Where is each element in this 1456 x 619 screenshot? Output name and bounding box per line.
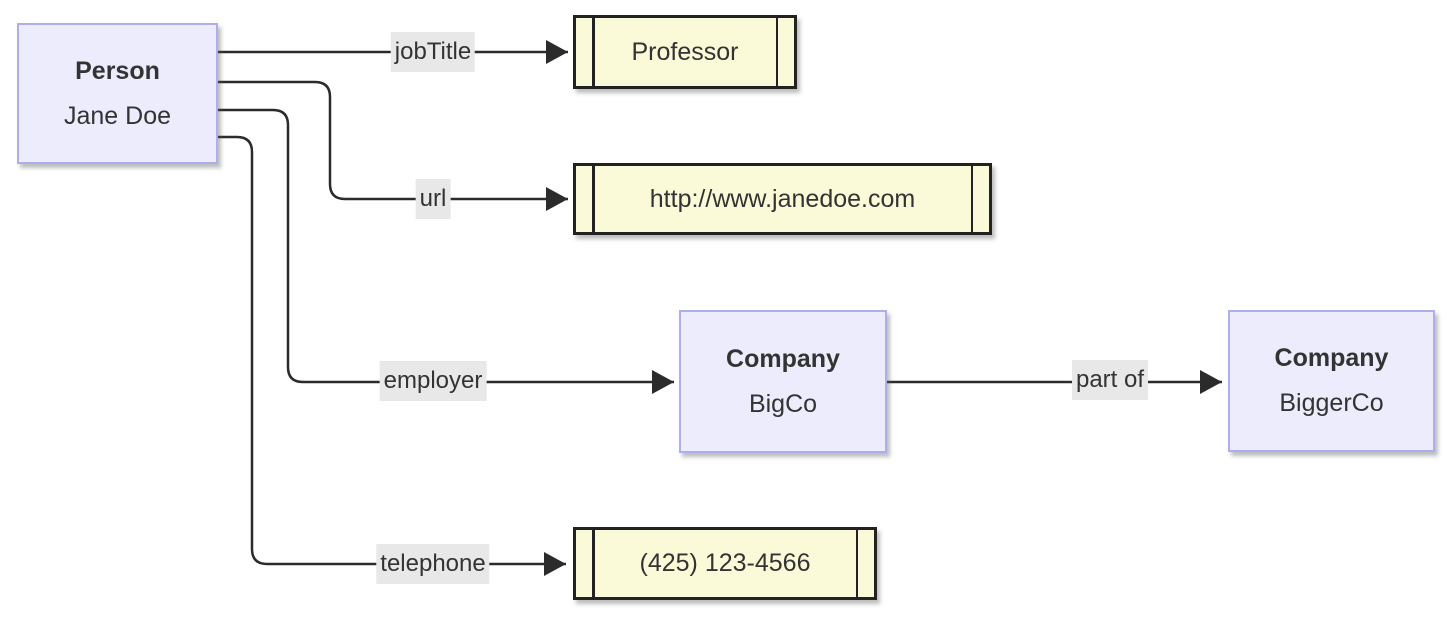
node-literal-jobtitle: Professor xyxy=(573,15,797,89)
node-literal-url: http://www.janedoe.com xyxy=(573,163,992,235)
node-company-bigco: Company BigCo xyxy=(679,310,887,453)
literal-jobtitle-value: Professor xyxy=(631,37,739,66)
edge-label-telephone: telephone xyxy=(376,544,490,584)
node-company-biggerco: Company BiggerCo xyxy=(1228,310,1435,452)
subroutine-left-bar xyxy=(592,18,595,86)
subroutine-right-bar xyxy=(855,530,858,597)
edge-label-partof: part of xyxy=(1071,360,1149,400)
subroutine-right-bar xyxy=(970,166,973,232)
edge-label-jobtitle: jobTitle xyxy=(390,32,476,72)
edge-label-url: url xyxy=(415,179,451,219)
edge-label-employer: employer xyxy=(379,361,487,401)
node-person: Person Jane Doe xyxy=(17,23,218,164)
node-literal-telephone: (425) 123-4566 xyxy=(573,527,877,600)
node-person-type: Person xyxy=(75,56,160,85)
node-biggerco-type: Company xyxy=(1274,344,1389,372)
edge-line-employer xyxy=(218,108,674,394)
literal-telephone-value: (425) 123-4566 xyxy=(639,549,811,577)
node-person-name: Jane Doe xyxy=(63,101,172,130)
subroutine-left-bar xyxy=(592,530,595,597)
node-bigco-name: BigCo xyxy=(748,389,818,418)
node-bigco-type: Company xyxy=(726,344,840,373)
subroutine-right-bar xyxy=(775,18,778,86)
node-biggerco-name: BiggerCo xyxy=(1279,389,1384,417)
edge-line-url xyxy=(218,80,568,211)
subroutine-left-bar xyxy=(592,166,595,232)
edge-line-telephone xyxy=(218,135,566,576)
literal-url-value: http://www.janedoe.com xyxy=(649,184,916,213)
